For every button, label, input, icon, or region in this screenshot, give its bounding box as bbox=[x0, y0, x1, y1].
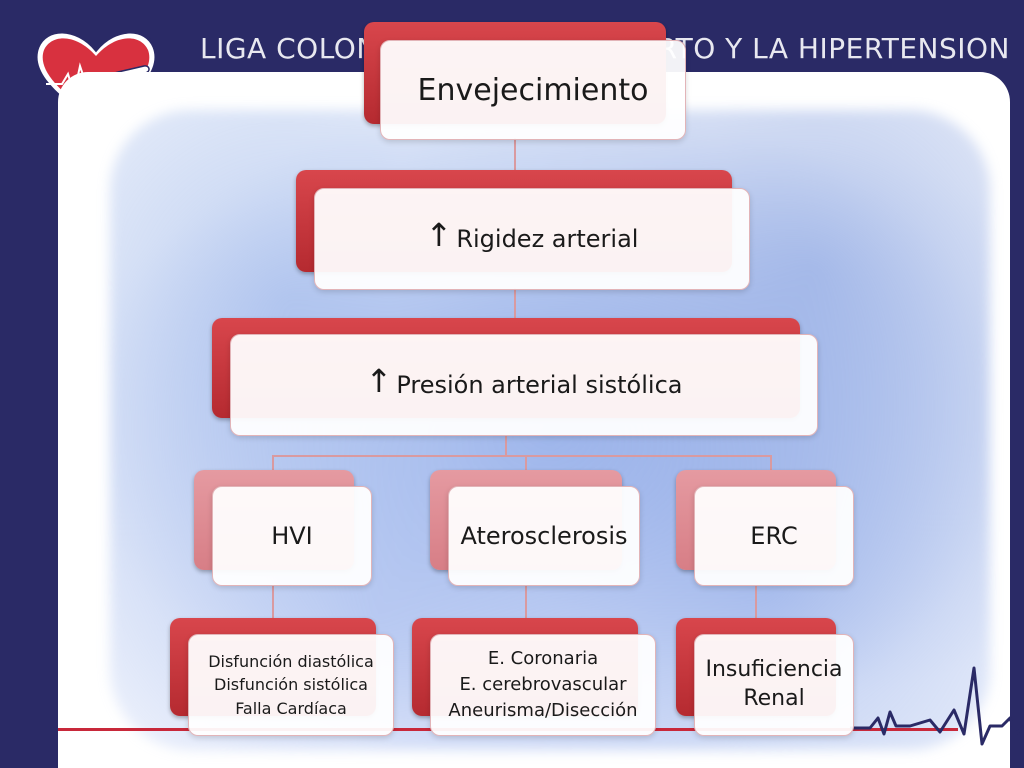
level3-node-label: Presión arterial sistólica bbox=[396, 371, 683, 399]
level2-node-label: Rigidez arterial bbox=[456, 225, 639, 253]
leaf-node-erc: Insuficiencia Renal bbox=[694, 634, 854, 736]
leaf-item: Falla Cardíaca bbox=[235, 698, 347, 718]
connector bbox=[272, 455, 772, 457]
leaf-item: Disfunción diastólica bbox=[208, 652, 374, 672]
branch-label: HVI bbox=[271, 522, 313, 550]
level3-node: ↑ Presión arterial sistólica bbox=[230, 334, 818, 436]
leaf-item: Renal bbox=[743, 686, 805, 711]
leaf-node-aterosclerosis: E. Coronaria E. cerebrovascular Aneurism… bbox=[430, 634, 656, 736]
connector bbox=[525, 586, 527, 618]
leaf-item: Insuficiencia bbox=[705, 657, 843, 683]
connector bbox=[514, 138, 516, 170]
connector bbox=[525, 455, 527, 470]
root-node-label: Envejecimiento bbox=[417, 72, 649, 108]
branch-label: Aterosclerosis bbox=[460, 522, 628, 550]
branch-label: ERC bbox=[750, 522, 798, 550]
connector bbox=[505, 436, 507, 456]
branch-node-hvi: HVI bbox=[212, 486, 372, 586]
root-node: Envejecimiento bbox=[380, 40, 686, 140]
header-title-left: LIGA COLON bbox=[200, 32, 378, 65]
leaf-node-hvi: Disfunción diastólica Disfunción sistóli… bbox=[188, 634, 394, 736]
leaf-item: E. cerebrovascular bbox=[459, 673, 627, 695]
level2-node: ↑ Rigidez arterial bbox=[314, 188, 750, 290]
connector bbox=[272, 586, 274, 618]
leaf-item: E. Coronaria bbox=[487, 647, 599, 669]
connector bbox=[514, 288, 516, 318]
connector bbox=[755, 586, 757, 618]
ecg-line-icon bbox=[850, 666, 1024, 746]
connector bbox=[770, 455, 772, 470]
leaf-item: Aneurisma/Disección bbox=[448, 700, 638, 722]
header-title-right: ARTO Y LA HIPERTENSION bbox=[638, 32, 1010, 65]
connector bbox=[272, 455, 274, 470]
branch-node-aterosclerosis: Aterosclerosis bbox=[448, 486, 640, 586]
up-arrow-icon: ↑ bbox=[425, 216, 453, 254]
branch-node-erc: ERC bbox=[694, 486, 854, 586]
leaf-item: Disfunción sistólica bbox=[214, 675, 368, 695]
up-arrow-icon: ↑ bbox=[365, 362, 393, 400]
